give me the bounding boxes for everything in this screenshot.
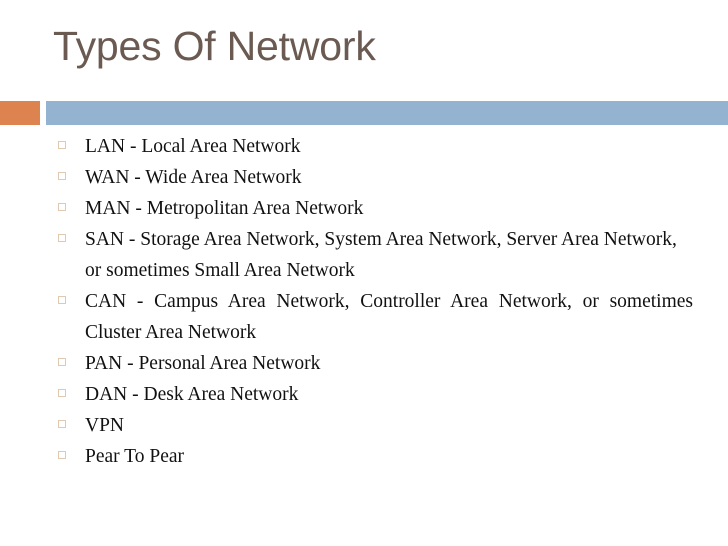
list-item: LAN - Local Area Network bbox=[0, 131, 728, 162]
list-item-label: SAN - Storage Area Network, System Area … bbox=[85, 229, 677, 281]
square-bullet-icon bbox=[58, 172, 66, 180]
square-bullet-icon bbox=[58, 141, 66, 149]
list-item-label: MAN - Metropolitan Area Network bbox=[85, 198, 364, 219]
list-item-label: PAN - Personal Area Network bbox=[85, 353, 321, 374]
divider-bar bbox=[46, 101, 728, 125]
list-item-label: WAN - Wide Area Network bbox=[85, 167, 302, 188]
divider-accent-block bbox=[0, 101, 40, 125]
list-item: MAN - Metropolitan Area Network bbox=[0, 193, 728, 224]
square-bullet-icon bbox=[58, 296, 66, 304]
list-item: VPN bbox=[0, 410, 728, 441]
square-bullet-icon bbox=[58, 420, 66, 428]
list-item-label: LAN - Local Area Network bbox=[85, 136, 301, 157]
list-item: SAN - Storage Area Network, System Area … bbox=[0, 224, 728, 286]
list-item-label: CAN - Campus Area Network, Controller Ar… bbox=[85, 291, 693, 343]
list-item: DAN - Desk Area Network bbox=[0, 379, 728, 410]
square-bullet-icon bbox=[58, 451, 66, 459]
title-placeholder: Types Of Network bbox=[53, 26, 693, 92]
list-item-label: VPN bbox=[85, 415, 125, 436]
list-item-label: DAN - Desk Area Network bbox=[85, 384, 299, 405]
content-placeholder: LAN - Local Area Network WAN - Wide Area… bbox=[0, 131, 728, 472]
list-item: CAN - Campus Area Network, Controller Ar… bbox=[0, 286, 728, 348]
list-item: Pear To Pear bbox=[0, 441, 728, 472]
square-bullet-icon bbox=[58, 203, 66, 211]
list-item: WAN - Wide Area Network bbox=[0, 162, 728, 193]
list-item-label: Pear To Pear bbox=[85, 446, 184, 467]
title-divider bbox=[0, 101, 728, 125]
square-bullet-icon bbox=[58, 234, 66, 242]
square-bullet-icon bbox=[58, 358, 66, 366]
bullet-list: LAN - Local Area Network WAN - Wide Area… bbox=[0, 131, 728, 472]
square-bullet-icon bbox=[58, 389, 66, 397]
list-item: PAN - Personal Area Network bbox=[0, 348, 728, 379]
page-title: Types Of Network bbox=[53, 23, 376, 69]
